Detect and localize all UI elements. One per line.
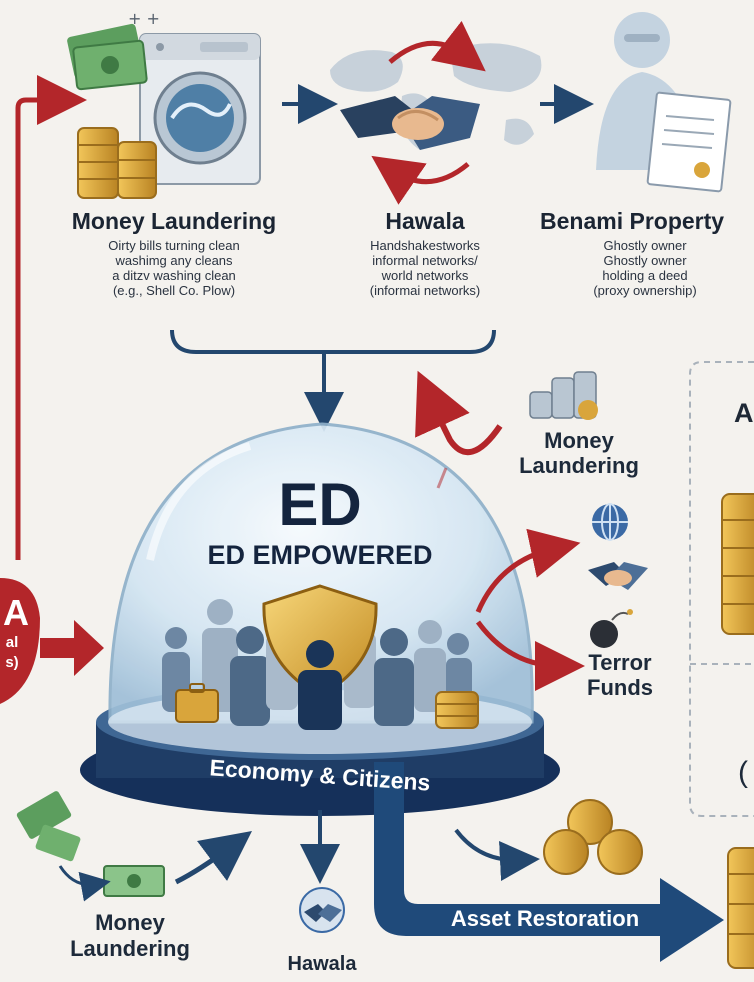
benami-title: Benami Property: [540, 208, 725, 234]
bottom-left-small-arrow: [58, 865, 111, 902]
cash-icon: [67, 23, 148, 91]
briefcase-icon: [175, 689, 219, 723]
cycle-arrow-bottom: [371, 155, 470, 205]
dome-title: ED: [278, 471, 362, 538]
terror-label-2: Funds: [587, 675, 653, 700]
top-bracket: [170, 329, 496, 354]
handshake-icon: [340, 96, 480, 150]
laundering-line-4: (e.g., Shell Co. Plow): [112, 283, 236, 298]
benami-line-2: Ghostly owner: [603, 253, 687, 268]
deed-icon: [646, 91, 732, 193]
bottom-hawala-label: Hawala: [287, 953, 357, 975]
laundering-title: Money Laundering: [71, 208, 277, 234]
red-split-arrow-down: [475, 620, 585, 691]
left-cut-line-1: al: [5, 634, 19, 651]
asset-restoration-arrow: [374, 762, 724, 962]
hawala-line-2: informal networks/: [372, 253, 478, 268]
laundering-line-1: Oirty bills turning clean: [108, 238, 240, 253]
right-partial-heading: A: [734, 398, 754, 428]
terror-label-1: Terror: [588, 650, 652, 675]
red-split-arrow-up: [475, 528, 581, 613]
bottom-laundering-label-2: Laundering: [70, 936, 190, 961]
left-cut-line-2: s): [5, 654, 19, 671]
right-panel-paren: (: [738, 756, 748, 789]
right-panel-coins-top: [721, 493, 754, 635]
laundering-line-2: washimg any cleans: [115, 253, 233, 268]
sparkle-icon: + +: [128, 9, 160, 28]
bomb-icon: [590, 609, 633, 648]
bottom-laundering-label-1: Money: [95, 910, 165, 935]
bottom-hawala-icon: [299, 887, 345, 933]
central-figure: [298, 640, 342, 730]
hawala-title: Hawala: [385, 208, 465, 234]
benami-line-4: (proxy ownership): [593, 283, 697, 298]
right-laundering-label-2: Laundering: [519, 453, 639, 478]
left-red-arrow: [40, 620, 104, 676]
asset-restoration-label: Asset Restoration: [450, 906, 640, 931]
left-cut-badge: [0, 578, 40, 704]
right-dashed-panel: [689, 361, 754, 817]
right-laundering-label-1: Money: [544, 428, 614, 453]
hawala-line-1: Handshakestworks: [370, 238, 480, 253]
dollar-coins-icon: [543, 799, 643, 875]
red-return-arrow: [415, 370, 503, 456]
hawala-line-4: (informai networks): [369, 283, 481, 298]
arrow-to-dollar-coins: [454, 828, 540, 881]
washing-machine-icon: [139, 33, 261, 185]
right-handshake-icon: [588, 562, 648, 590]
right-coins-icon: [529, 371, 598, 420]
globe-icon: [592, 503, 628, 541]
benami-line-1: Ghostly owner: [603, 238, 687, 253]
laundering-line-3: a ditzv washing clean: [112, 268, 236, 283]
dome-coins-icon: [435, 691, 479, 729]
left-cut-letter: A: [3, 592, 29, 633]
benami-line-3: holding a deed: [602, 268, 688, 283]
cycle-arrow-top: [388, 20, 486, 72]
left-red-connector: [15, 75, 87, 560]
right-panel-coins-bottom: [727, 847, 754, 969]
hawala-line-3: world networks: [381, 268, 469, 283]
bottom-cash-icon: [16, 791, 165, 897]
dome-subtitle: ED EMPOWERED: [207, 540, 433, 570]
coins-icon: [77, 127, 157, 199]
bottom-left-up-arrow: [174, 831, 253, 885]
